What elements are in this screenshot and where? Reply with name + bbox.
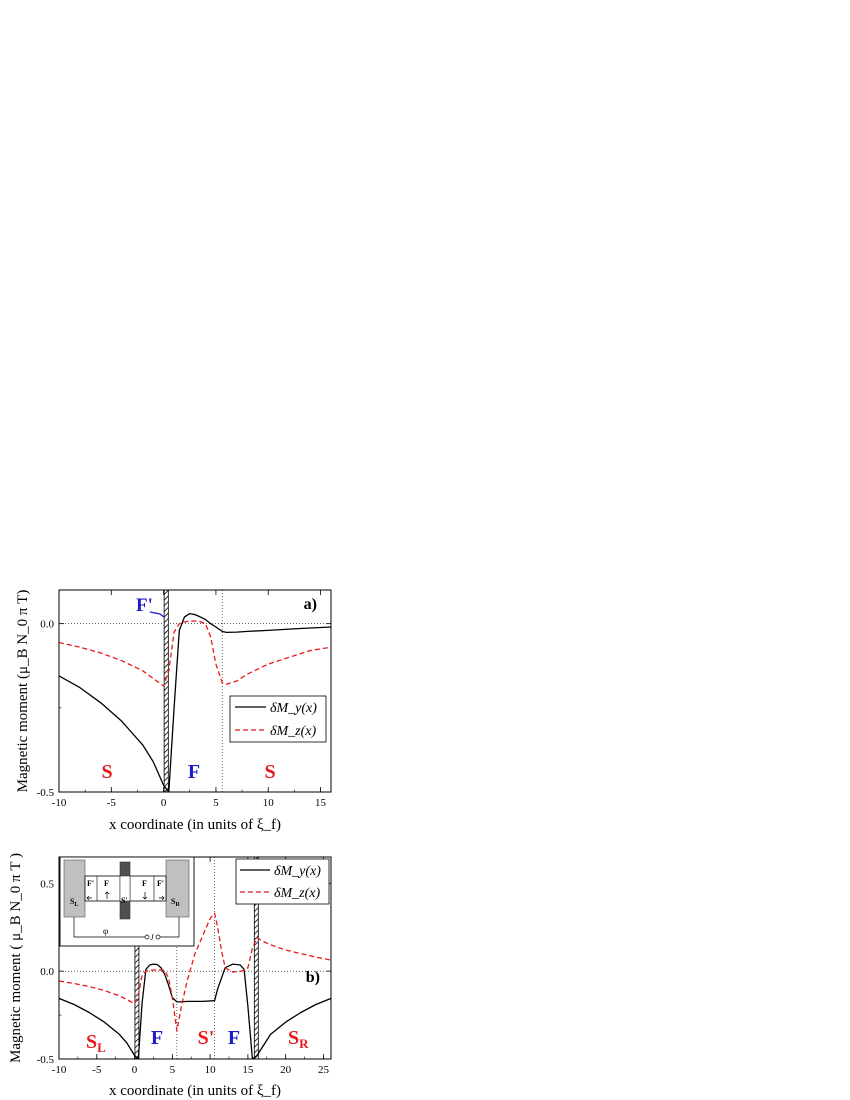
- x-axis-title-b: x coordinate (in units of ξ_f): [109, 1083, 281, 1099]
- x-tick-label: 15: [315, 797, 327, 809]
- region-label-sr: SR: [288, 1027, 309, 1051]
- inset-arrow-right-icon: [159, 895, 165, 901]
- x-tick-label: 5: [170, 1064, 176, 1076]
- inset-label-j: J: [150, 933, 154, 942]
- inset-label-sl: SL: [70, 897, 78, 908]
- x-tick-label: -5: [107, 797, 117, 809]
- axes-a: -10 -5 0 5 10 15 0.0 -0.5: [37, 590, 331, 809]
- y-tick-label: -0.5: [37, 1054, 55, 1066]
- legend-b: δM_y(x) δM_z(x): [235, 858, 330, 905]
- region-label-sl: SL: [86, 1031, 106, 1055]
- x-tick-label: -5: [92, 1064, 102, 1076]
- inset-electrode-left: [63, 859, 86, 918]
- hatched-barrier-0: [163, 590, 169, 792]
- x-tick-label: 10: [205, 1064, 217, 1076]
- inset-schematic: SL F' F S' F F' SR J φ: [59, 856, 195, 947]
- y-tick-label: 0.0: [40, 619, 54, 631]
- legend-box-b: [235, 858, 330, 905]
- inset-label-f-prime-left: F': [87, 879, 94, 888]
- inset-label-f-prime-right: F': [157, 879, 164, 888]
- plot-frame-a: [58, 589, 332, 793]
- series-line-my: [59, 612, 331, 792]
- inset-label-phi: φ: [103, 926, 108, 936]
- inset-arrow-left-icon: [86, 895, 92, 901]
- axes-b: -10 -5 0 5 10 15 20 25 0.5 0.0 -0.5: [37, 857, 331, 1076]
- inset-arrow-down-icon: [142, 892, 148, 900]
- x-tick-label: 0: [161, 797, 167, 809]
- legend-label-mz-b: δM_z(x): [274, 886, 320, 901]
- inset-label-sr: SR: [171, 897, 180, 908]
- region-label-f: F: [188, 761, 200, 783]
- x-axis-title-a: x coordinate (in units of ξ_f): [109, 817, 281, 833]
- chart-panel-a: -10 -5 0 5 10 15 0.0 -0.5 a) F' S F S δM_y(x) δ…: [15, 589, 332, 833]
- legend-a: δM_y(x) δM_z(x): [229, 695, 327, 743]
- inset-label-f-right: F: [142, 879, 147, 888]
- region-label-s-left: S: [101, 761, 112, 783]
- series-line-mz: [59, 620, 331, 687]
- hatched-barrier-1: [253, 857, 259, 1059]
- inset-arrow-up-icon: [104, 891, 110, 899]
- legend-label-my: δM_y(x): [270, 701, 317, 716]
- inset-terminal-left: [144, 934, 150, 940]
- x-tick-label: 15: [242, 1064, 254, 1076]
- legend-box-a: [229, 695, 327, 743]
- region-labels-b: SL F S' F SR: [86, 1027, 309, 1055]
- x-tick-label: 0: [132, 1064, 138, 1076]
- x-tick-label: 10: [263, 797, 275, 809]
- legend-label-my-b: δM_y(x): [274, 864, 321, 879]
- region-label-f-right: F: [228, 1027, 240, 1049]
- inset-circuit-wire: [73, 917, 180, 938]
- inset-label-f-left: F: [104, 879, 109, 888]
- y-axis-title-b: Magnetic moment ( μ_B N_0 π T ): [8, 853, 24, 1063]
- panel-label-a: a): [304, 596, 317, 613]
- region-labels-a: S F S: [101, 761, 275, 783]
- x-tick-label: 5: [213, 797, 219, 809]
- inset-s-prime-cell: [119, 875, 131, 902]
- plot-frame-b: [58, 856, 332, 1060]
- y-tick-label: 0.5: [40, 878, 54, 890]
- layer-label-leader: [149, 611, 165, 618]
- plot-content-a: [59, 590, 331, 792]
- layer-label-f-prime: F': [136, 595, 153, 616]
- region-label-s-prime: S': [198, 1027, 215, 1049]
- hatched-barrier-0: [134, 857, 140, 1059]
- series-line-mz: [59, 912, 331, 1032]
- y-tick-label: -0.5: [37, 787, 55, 799]
- inset-terminal-right: [155, 934, 161, 940]
- region-label-f-left: F: [151, 1027, 163, 1049]
- y-axis-title-a: Magnetic moment (μ_B N_0 π T): [15, 590, 31, 793]
- x-tick-label: -10: [52, 1064, 67, 1076]
- x-tick-label: 20: [280, 1064, 292, 1076]
- chart-panel-b: -10 -5 0 5 10 15 20 25 0.5 0.0 -0.5 b) SL F S' F S…: [8, 853, 332, 1099]
- x-tick-label: -10: [52, 797, 67, 809]
- x-tick-label: 25: [318, 1064, 330, 1076]
- inset-electrode-right: [165, 859, 190, 918]
- y-tick-label: 0.0: [40, 966, 54, 978]
- inset-label-s-prime: S': [121, 896, 128, 905]
- region-label-s-right: S: [264, 761, 275, 783]
- legend-label-mz: δM_z(x): [270, 724, 316, 739]
- panel-label-b: b): [306, 969, 320, 986]
